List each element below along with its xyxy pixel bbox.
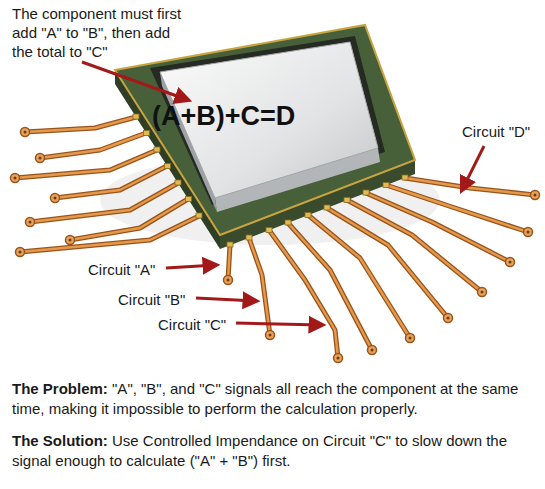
- signal-name: Circuit "C": [158, 315, 226, 334]
- signal-name: Circuit "B": [118, 290, 185, 309]
- chip-formula: (A+B)+C=D: [152, 100, 402, 132]
- processor-lid: (A+B)+C=D: [140, 30, 390, 230]
- note-heading: The Problem:: [12, 380, 108, 397]
- note-paragraph: The Solution:Use Controlled Impendance o…: [12, 431, 537, 471]
- signal-name: Circuit "D": [462, 122, 530, 141]
- note-paragraph: The Problem:"A", "B", and "C" signals al…: [12, 379, 537, 419]
- note-heading: The Solution:: [12, 432, 108, 449]
- callout-note: The component must first add "A" to "B",…: [12, 4, 182, 61]
- signal-name: Circuit "A": [88, 260, 155, 279]
